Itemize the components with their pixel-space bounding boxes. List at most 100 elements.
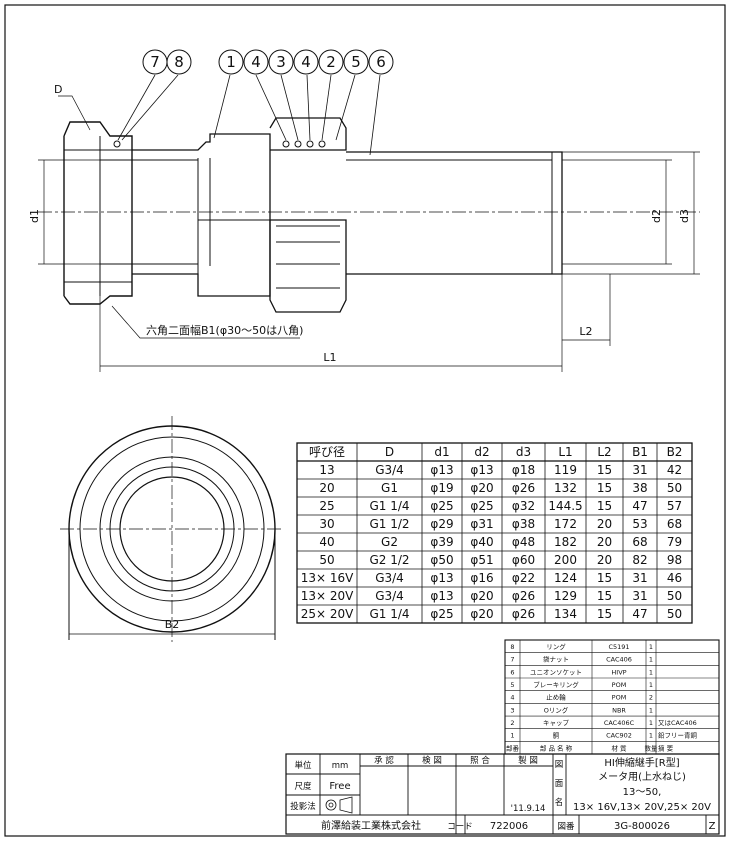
- balloon-label: 7: [150, 53, 160, 71]
- parts-list-cell: HIVP: [611, 668, 626, 676]
- side-view: [38, 117, 700, 313]
- projection-symbol: [325, 796, 353, 814]
- size-table-cell: 15: [597, 499, 612, 513]
- scale-label: 尺度: [294, 781, 312, 792]
- parts-list-cell: 1: [510, 732, 514, 740]
- size-table-cell: 79: [667, 535, 682, 549]
- parts-list-cell: 又はCAC406: [658, 719, 697, 727]
- parts-list-cell: 鉛フリー青銅: [658, 731, 698, 740]
- size-table-cell: 50: [667, 481, 682, 495]
- size-table-cell: 144.5: [548, 499, 582, 513]
- size-table-cell: 82: [632, 553, 647, 567]
- size-table-cell: G1 1/2: [369, 517, 409, 531]
- size-table-cell: φ48: [512, 535, 535, 549]
- size-table-cell: 47: [632, 499, 647, 513]
- union-nut-outline: [63, 121, 133, 305]
- unit-label: 単位: [294, 760, 312, 771]
- dim-L2: L2: [579, 325, 592, 338]
- balloon-label: 1: [226, 53, 236, 71]
- parts-list-cell: 1: [649, 668, 653, 676]
- title-side-label: 名: [555, 797, 564, 808]
- size-table-cell: φ20: [470, 481, 493, 495]
- code: 722006: [490, 821, 528, 832]
- hex-note: 六角二面幅B1(φ30～50は八角): [146, 324, 303, 337]
- drawing-no: 3G-800026: [614, 821, 670, 832]
- size-table-cell: φ26: [512, 607, 535, 621]
- size-table-cell: 132: [554, 481, 577, 495]
- size-table-cell: φ50: [430, 553, 453, 567]
- body-outline: [132, 133, 271, 297]
- size-table-cell: φ13: [430, 571, 453, 585]
- parts-list-cell: 1: [649, 681, 653, 689]
- size-table-cell: φ39: [430, 535, 453, 549]
- parts-list-cell: Oリング: [544, 705, 569, 714]
- balloon-label: 6: [376, 53, 386, 71]
- size-table-cell: 15: [597, 571, 612, 585]
- size-table-cell: φ40: [470, 535, 493, 549]
- size-table-header: 呼び径: [309, 445, 345, 459]
- parts-list-cell: 7: [510, 656, 514, 664]
- parts-list-cell: CAC406C: [604, 719, 635, 727]
- size-table-header: L1: [558, 445, 572, 459]
- size-table-cell: G3/4: [375, 589, 404, 603]
- dim-B2: B2: [165, 618, 180, 631]
- drawing-title: 13× 16V,13× 20V,25× 20V: [573, 802, 711, 813]
- size-table-header: L2: [597, 445, 611, 459]
- size-table-cell: 20: [597, 535, 612, 549]
- size-table-cell: 20: [597, 553, 612, 567]
- parts-list-cell: 2: [649, 694, 653, 702]
- approval-header: 照 合: [470, 755, 490, 766]
- parts-list-cell: 1: [649, 706, 653, 714]
- cap-upper: [269, 117, 347, 151]
- size-table-cell: φ26: [512, 481, 535, 495]
- size-table-cell: φ22: [512, 571, 535, 585]
- size-table-cell: 98: [667, 553, 682, 567]
- title-side-label: 面: [555, 779, 564, 789]
- dim-d3: d3: [678, 209, 691, 223]
- size-table-cell: 53: [632, 517, 647, 531]
- parts-list-cell: 4: [510, 694, 514, 702]
- approval-header: 検 図: [422, 755, 442, 766]
- size-table-cell: 15: [597, 481, 612, 495]
- size-table-header: D: [385, 445, 394, 459]
- parts-list-cell: 3: [510, 706, 514, 714]
- size-table-cell: 40: [319, 535, 334, 549]
- parts-list-cell: POM: [612, 681, 627, 689]
- size-table-cell: G1 1/4: [369, 499, 409, 513]
- size-table-cell: 15: [597, 607, 612, 621]
- size-table-cell: 134: [554, 607, 577, 621]
- dim-D: D: [54, 83, 62, 96]
- size-table-cell: φ16: [470, 571, 493, 585]
- size-table-cell: 119: [554, 463, 577, 477]
- drawing-title: メータ用(上水ねじ): [598, 771, 686, 783]
- size-table-cell: φ32: [512, 499, 535, 513]
- size-table-cell: G1 1/4: [369, 607, 409, 621]
- approval-header: 製 図: [518, 755, 538, 766]
- size-table-cell: φ13: [470, 463, 493, 477]
- size-table-cell: G1: [381, 481, 398, 495]
- parts-list-header: 材 質: [611, 743, 627, 752]
- parts-list-header: 摘 要: [658, 743, 674, 752]
- size-table-cell: 13: [319, 463, 334, 477]
- size-table-cell: φ20: [470, 589, 493, 603]
- size-table-header: B1: [632, 445, 648, 459]
- size-table-cell: φ51: [470, 553, 493, 567]
- size-table-cell: 124: [554, 571, 577, 585]
- size-table-cell: G2 1/2: [369, 553, 409, 567]
- unit-value: mm: [332, 761, 349, 771]
- parts-list-cell: キャップ: [543, 719, 570, 727]
- size-table-cell: φ25: [430, 499, 453, 513]
- parts-list-cell: リング: [546, 642, 566, 651]
- parts-list-cell: 1: [649, 643, 653, 651]
- size-table-cell: 68: [667, 517, 682, 531]
- balloon-leaders: [117, 74, 381, 156]
- date: '11.9.14: [511, 804, 546, 814]
- parts-list-cell: 袋ナット: [543, 655, 569, 664]
- size-table-cell: 25× 20V: [301, 607, 354, 621]
- size-table-cell: φ25: [470, 499, 493, 513]
- size-table-cell: 20: [597, 517, 612, 531]
- parts-list-cell: 1: [649, 656, 653, 664]
